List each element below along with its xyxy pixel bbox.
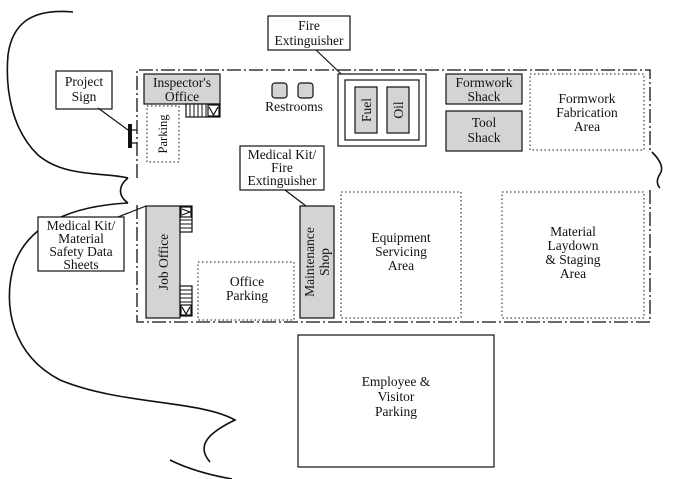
- job-office-building: [145, 205, 181, 319]
- inspectors-office-label: Inspector's: [153, 75, 211, 90]
- fire-extinguisher-label: Fire: [298, 18, 320, 33]
- restroom-unit: [271, 82, 288, 99]
- job-office-steps-upper: [179, 205, 193, 233]
- east-gate-bump: [651, 151, 663, 189]
- medkit-msds-label: Sheets: [63, 257, 98, 272]
- restroom-unit: [297, 82, 314, 99]
- tool-shack-label: Tool: [472, 115, 497, 130]
- fuel-label: Fuel: [359, 98, 374, 122]
- maintenance-shop-label: Shop: [317, 248, 332, 276]
- fuel-tank: [354, 86, 378, 134]
- maintenance-shop: Maintenance Shop: [299, 205, 335, 319]
- fire-extinguisher-label: Extinguisher: [275, 33, 344, 48]
- tool-shack: Tool Shack: [445, 110, 523, 152]
- job-office: Job Office: [145, 205, 193, 319]
- office-parking-boundary: [197, 261, 295, 321]
- employee-parking-label: Employee &: [362, 374, 431, 389]
- site-boundary: [136, 69, 651, 323]
- medkit-fire-extinguisher-callout: Medical Kit/ Fire Extinguisher: [239, 145, 325, 207]
- medkit-msds-label: Material: [58, 231, 104, 246]
- fire-extinguisher-label-box: [267, 15, 351, 51]
- tool-shack-building: [445, 110, 523, 152]
- maintenance-shop-building: [299, 205, 335, 319]
- office-parking-label: Office: [230, 274, 264, 289]
- fuel-oil-storage: Fuel Oil: [337, 73, 427, 147]
- medkit-msds-callout: Medical Kit/ Material Safety Data Sheets: [37, 205, 147, 272]
- equipment-servicing-area: Equipment Servicing Area: [340, 191, 462, 319]
- medkit-fire-label-box: [239, 145, 325, 191]
- medkit-msds-label: Safety Data: [49, 244, 112, 259]
- oil-tank: [386, 86, 410, 134]
- parking-label: Parking: [156, 114, 170, 154]
- formwork-shack-label: Formwork: [456, 75, 513, 90]
- project-sign-leader-line: [97, 107, 129, 131]
- office-parking-area: Office Parking: [197, 261, 295, 321]
- formwork-fabrication-label: Formwork: [559, 91, 616, 106]
- medkit-fire-leader-line: [284, 189, 307, 207]
- employee-parking-label: Parking: [375, 404, 417, 419]
- access-road-bottom-edge: [169, 459, 233, 479]
- fire-extinguisher-callout: Fire Extinguisher: [267, 15, 359, 91]
- project-sign: [128, 124, 132, 148]
- restrooms-label: Restrooms: [265, 99, 323, 114]
- formwork-fabrication-area: Formwork Fabrication Area: [529, 73, 645, 151]
- material-laydown-label: Laydown: [548, 238, 599, 253]
- project-sign-label: Project: [65, 74, 103, 89]
- parking-area-boundary: [146, 105, 180, 163]
- formwork-fabrication-area-boundary: [529, 73, 645, 151]
- employee-parking-label: Visitor: [378, 389, 415, 404]
- parking-area: Parking: [146, 105, 180, 163]
- project-sign-label: Sign: [72, 89, 97, 104]
- medkit-msds-label-box: [37, 216, 125, 272]
- material-laydown-label: & Staging: [545, 252, 600, 267]
- medkit-fire-label: Medical Kit/: [248, 147, 317, 162]
- job-office-label: Job Office: [156, 234, 171, 290]
- material-laydown-area: Material Laydown & Staging Area: [501, 191, 645, 319]
- inspectors-office: Inspector's Office: [143, 73, 221, 118]
- restrooms: Restrooms: [265, 82, 323, 114]
- maintenance-shop-label: Maintenance: [302, 227, 317, 297]
- medkit-fire-label: Extinguisher: [248, 173, 317, 188]
- inspectors-office-steps: [185, 103, 221, 118]
- medkit-msds-leader-line: [117, 205, 147, 218]
- medkit-fire-label: Fire: [271, 160, 293, 175]
- formwork-shack: Formwork Shack: [445, 73, 523, 105]
- formwork-shack-building: [445, 73, 523, 105]
- equipment-servicing-label: Servicing: [375, 244, 427, 259]
- inspectors-office-building: [143, 73, 221, 105]
- employee-visitor-parking: Employee & Visitor Parking: [297, 334, 495, 468]
- formwork-fabrication-label: Area: [574, 119, 600, 134]
- tool-shack-label: Shack: [468, 130, 501, 145]
- inspectors-office-label: Office: [165, 89, 199, 104]
- material-laydown-label: Material: [550, 224, 596, 239]
- equipment-servicing-label: Equipment: [371, 230, 430, 245]
- oil-label: Oil: [391, 101, 406, 119]
- access-road-upper-edge: [6, 10, 129, 179]
- formwork-fabrication-label: Fabrication: [556, 105, 618, 120]
- access-road-entrance-bump: [119, 177, 129, 204]
- material-laydown-label: Area: [560, 266, 586, 281]
- equipment-servicing-boundary: [340, 191, 462, 319]
- project-sign-label-box: [55, 70, 113, 110]
- office-parking-label: Parking: [226, 288, 268, 303]
- medkit-msds-label: Medical Kit/: [47, 218, 116, 233]
- material-laydown-boundary: [501, 191, 645, 319]
- equipment-servicing-label: Area: [388, 258, 414, 273]
- formwork-shack-label: Shack: [468, 89, 501, 104]
- job-office-steps-lower: [179, 285, 193, 317]
- project-sign-callout: Project Sign: [55, 70, 137, 148]
- employee-visitor-parking-lot: [297, 334, 495, 468]
